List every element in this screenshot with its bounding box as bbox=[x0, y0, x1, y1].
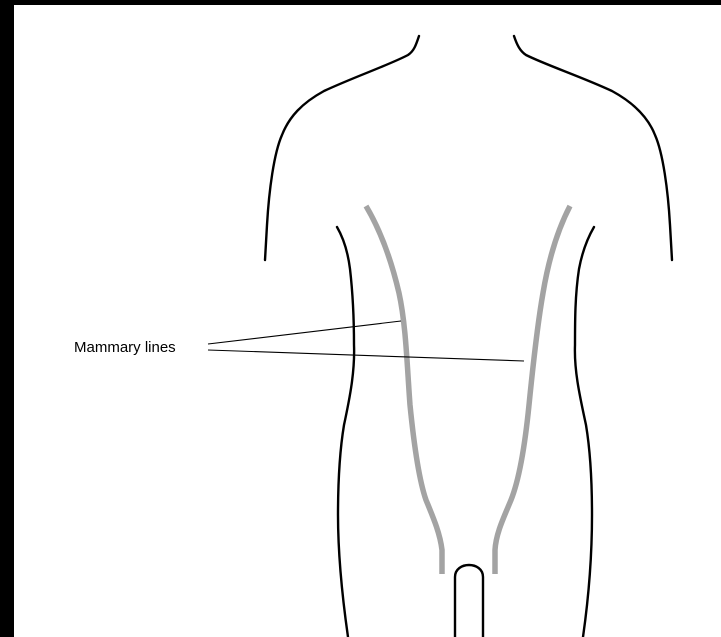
leader-line-left bbox=[208, 321, 401, 344]
mammary-lines-label: Mammary lines bbox=[74, 339, 176, 356]
mammary-line-left bbox=[366, 206, 442, 574]
right-torso-outline bbox=[575, 227, 594, 637]
diagram-canvas: Mammary lines bbox=[14, 5, 721, 637]
left-torso-outline bbox=[337, 227, 354, 637]
leader-line-right bbox=[208, 350, 524, 361]
left-shoulder-outline bbox=[265, 36, 419, 260]
center-genital-outline bbox=[455, 565, 483, 637]
mammary-line-right bbox=[495, 206, 570, 574]
torso-diagram: Mammary lines bbox=[14, 5, 721, 637]
